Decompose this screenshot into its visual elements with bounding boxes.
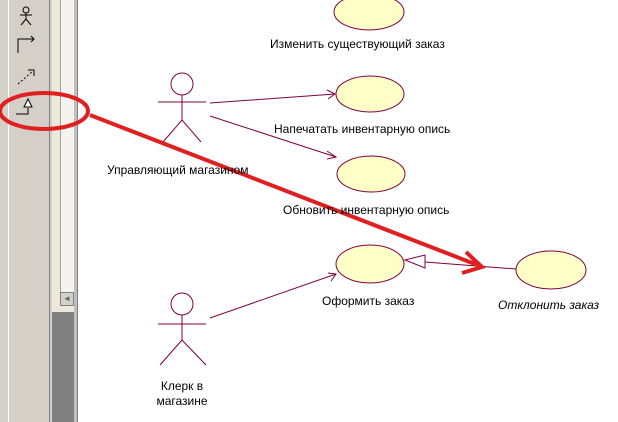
highlight-circle [0,91,90,131]
generalization-tool-button[interactable] [14,94,42,120]
actor-label-store-clerk-line1: Клерк в [160,379,204,393]
empty-pane [52,312,74,422]
toolbox [0,0,52,422]
actor-label-store-clerk-line2: магазине [156,394,208,408]
usecase-print-inventory[interactable] [335,75,405,113]
highlight-arrowhead-icon [461,250,486,275]
generalization-reject-to-place[interactable] [424,261,517,270]
usecase-label-reject-order: Отклонить заказ [498,298,600,312]
arrowhead-icon [326,150,338,160]
generalization-arrowhead-icon [403,254,426,269]
usecase-label-change-order: Изменить существующий заказ [270,37,445,51]
dependency-tool-icon [17,69,35,85]
actor-store-manager[interactable] [158,72,206,143]
actor-store-clerk[interactable] [158,292,207,366]
arrowhead-icon [327,272,337,282]
generalization-tool-icon [16,97,33,115]
association-tool-button[interactable] [14,33,42,59]
usecase-label-print-inventory: Напечатать инвентарную опись [274,122,451,136]
usecase-place-order[interactable] [335,244,405,284]
actor-tool-icon [20,6,32,26]
usecase-update-inventory[interactable] [336,155,406,193]
dependency-tool-button[interactable] [14,64,42,90]
association-place-order[interactable] [209,273,337,319]
highlight-arrow-line [89,113,481,268]
frame-divider-shadow [77,0,78,422]
actor-tool-button[interactable] [14,4,42,30]
association-update-inventory[interactable] [209,115,337,158]
usecase-label-place-order: Оформить заказ [322,294,415,308]
usecase-change-order[interactable] [333,0,405,31]
scrollbar[interactable] [60,0,75,306]
frame-divider [74,0,77,422]
association-print-inventory[interactable] [209,93,336,104]
scroll-left-arrow-icon[interactable]: ◄ [60,292,74,306]
actor-label-store-manager: Управляющий магазином [107,163,249,177]
usecase-label-update-inventory: Обновить инвентарную опись [283,203,450,217]
arrowhead-icon [326,89,336,100]
usecase-reject-order[interactable] [515,250,587,290]
association-tool-icon [17,35,35,53]
